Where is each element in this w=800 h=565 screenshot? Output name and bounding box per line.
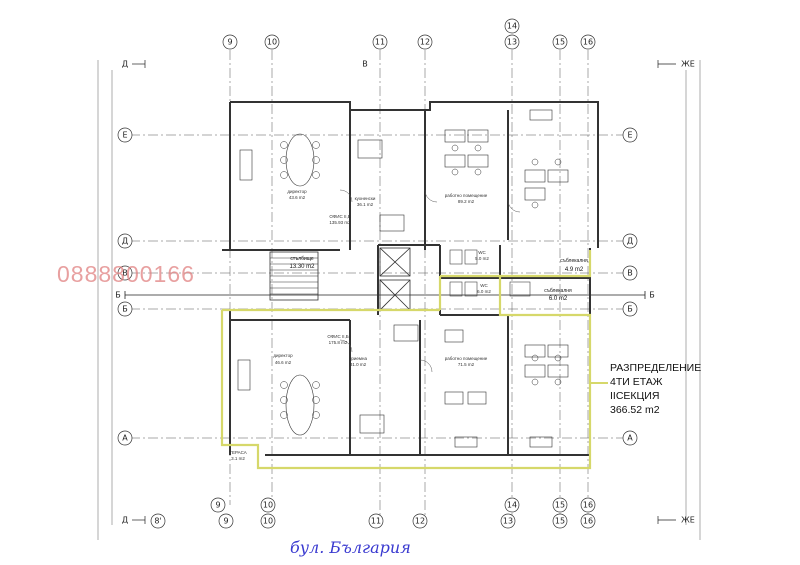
corner-label-right: ЖЕ xyxy=(681,60,695,69)
axis-label-bottom: 9 xyxy=(215,501,220,510)
room-name: ТЕРАСА xyxy=(229,450,247,455)
axis-label-top: 9 xyxy=(227,38,232,47)
axis-label-top: 13 xyxy=(507,38,517,47)
axis-label-right: В xyxy=(627,269,633,278)
summary-line-2: 4ТИ ЕТАЖ xyxy=(610,376,663,388)
axis-label-top: 10 xyxy=(267,38,277,47)
axis-label-bottom: 16 xyxy=(583,517,593,526)
room-area: 5.0 m2 xyxy=(475,256,489,261)
wc-fixtures xyxy=(449,249,531,297)
axis-label-bottom: 9 xyxy=(223,517,228,526)
axis-label-bottom: 11 xyxy=(371,517,381,526)
room-labels: директор 43.6 m2 кухненски 36.1 m2 работ… xyxy=(229,189,491,461)
summary-line-1: РАЗПРЕДЕЛЕНИЕ xyxy=(610,362,701,374)
axis-label-bottom: 14 xyxy=(507,501,517,510)
top-axis-markers: 9 10 11 12 13 14 15 16 xyxy=(222,18,596,50)
axis-label-right: Е xyxy=(627,131,632,140)
furniture xyxy=(237,109,569,448)
axis-label-left: Е xyxy=(122,131,127,140)
summary-block: РАЗПРЕДЕЛЕНИЕ 4ТИ ЕТАЖ IIСЕКЦИЯ 366.52 m… xyxy=(610,362,701,416)
section-label-b-left: Б xyxy=(115,291,121,300)
section-highlight xyxy=(220,250,592,470)
room-area: 6.0 m2 xyxy=(477,289,491,294)
left-axis-markers: Е Д В Б А xyxy=(117,127,133,446)
stair-name: стълбище xyxy=(290,256,314,262)
axis-label-top: 16 xyxy=(583,38,593,47)
chairs xyxy=(280,141,562,419)
axis-label-top-extra: 14 xyxy=(507,22,517,31)
axis-label-right: А xyxy=(627,434,633,443)
right-axis-markers: Е Д В Б А xyxy=(622,127,638,446)
axis-label-left: В xyxy=(122,269,128,278)
axis-label-top: 12 xyxy=(420,38,430,47)
room-name: работно помещение xyxy=(445,356,488,361)
axis-label-top: 11 xyxy=(375,38,385,47)
watermark-phone: 0888800166 xyxy=(57,261,195,287)
axis-label-right: Б xyxy=(627,305,633,314)
summary-line-3: IIСЕКЦИЯ xyxy=(610,390,659,402)
room-area: 89.2 m2 xyxy=(458,199,475,204)
room-area: 3.1 m2 xyxy=(231,456,245,461)
axis-label-bottom: 15 xyxy=(555,517,565,526)
room-name: работно помещение xyxy=(445,193,488,198)
handwritten-street: бул. България xyxy=(290,538,411,557)
axis-label-bottom: 13 xyxy=(503,517,513,526)
stair-area: 13.30 m2 xyxy=(289,264,315,270)
elevator-core xyxy=(269,247,411,311)
corner-label-left: Д xyxy=(122,60,128,69)
bottom-axis-markers: 9 10 9 10 11 12 14 13 15 15 16 16 8' xyxy=(150,497,596,529)
room-name: ОФИС II,Б xyxy=(327,334,348,339)
axis-label-left: А xyxy=(122,434,128,443)
axis-label-right: Д xyxy=(627,237,633,246)
room-area: 4.9 m2 xyxy=(565,267,584,273)
room-name: директор xyxy=(273,353,293,358)
corner-label-left: Д xyxy=(122,516,128,525)
section-markers xyxy=(132,60,676,524)
section-label-top: В xyxy=(362,60,368,69)
room-area: 175.8 m2 xyxy=(329,340,348,345)
doors xyxy=(339,189,521,373)
axis-label-left: Б xyxy=(122,305,128,314)
room-name: съблекалня xyxy=(560,258,588,264)
room-name: приемна xyxy=(349,356,368,361)
axis-label-bottom: 15 xyxy=(555,501,565,510)
axis-label-bottom: 10 xyxy=(263,517,273,526)
right-room-labels: съблекалня 4.9 m2 съблекалня 6.0 m2 xyxy=(544,258,588,302)
axis-label-top: 15 xyxy=(555,38,565,47)
room-name: директор xyxy=(287,189,307,194)
axis-label-left: Д xyxy=(122,237,128,246)
room-name: WC xyxy=(480,283,488,288)
room-name: WC xyxy=(478,250,486,255)
room-area: 43.6 m2 xyxy=(289,195,306,200)
room-area: 46.6 m2 xyxy=(275,360,292,365)
axis-label-bottom-extra: 8' xyxy=(154,517,161,526)
room-name: съблекалня xyxy=(544,288,572,294)
room-area: 135.93 m2 xyxy=(329,220,351,225)
summary-line-4: 366.52 m2 xyxy=(610,404,660,416)
room-name: кухненски xyxy=(355,196,376,201)
room-area: 71.5 m2 xyxy=(458,362,475,367)
room-area: 6.0 m2 xyxy=(549,296,568,302)
room-area: 31.0 m2 xyxy=(350,362,367,367)
room-area: 36.1 m2 xyxy=(357,202,374,207)
section-line-b xyxy=(124,291,646,299)
section-label-b-right: Б xyxy=(649,291,655,300)
corner-label-right: ЖЕ xyxy=(681,516,695,525)
stair-label: стълбище 13.30 m2 xyxy=(289,256,315,270)
room-name: ОФИС II,Б xyxy=(329,214,350,219)
axis-label-bottom: 10 xyxy=(263,501,273,510)
sheet-frame xyxy=(97,60,701,540)
axis-label-bottom: 16 xyxy=(583,501,593,510)
axis-label-bottom: 12 xyxy=(415,517,425,526)
